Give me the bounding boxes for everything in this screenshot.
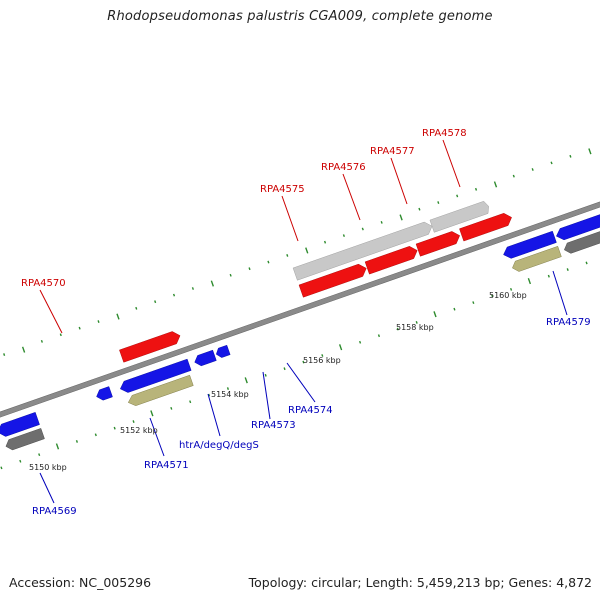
gene-rpa4571[interactable] — [95, 386, 113, 402]
reverse-callouts — [39, 270, 568, 504]
label-rpa4577: RPA4577 — [370, 146, 415, 157]
map-title: Rhodopseudomonas palustris CGA009, compl… — [107, 9, 493, 24]
gene-htra-degq-degs[interactable] — [118, 358, 192, 394]
genome-backbone — [0, 187, 600, 432]
kbp-label-5154: 5154 kbp — [211, 390, 249, 399]
label-rpa4575: RPA4575 — [260, 184, 305, 195]
gene-pseudo-light-2[interactable] — [429, 200, 491, 233]
kbp-label-5160: 5160 kbp — [489, 291, 527, 300]
label-htra-degq-degs: htrA/degQ/degS — [179, 440, 259, 451]
label-rpa4574: RPA4574 — [288, 405, 333, 416]
gene-rpa4576[interactable] — [364, 244, 419, 275]
forward-callouts — [39, 139, 461, 334]
kbp-label-5156: 5156 kbp — [303, 356, 341, 365]
gene-blue-right[interactable] — [554, 209, 600, 241]
label-rpa4576: RPA4576 — [321, 162, 366, 173]
label-rpa4573: RPA4573 — [251, 420, 296, 431]
kbp-label-5158: 5158 kbp — [396, 323, 434, 332]
lower-tick-row — [0, 261, 588, 470]
gene-rpa4569[interactable] — [0, 412, 40, 438]
gene-gray-left[interactable] — [4, 428, 45, 451]
upper-tick-row — [3, 148, 592, 357]
label-rpa4578: RPA4578 — [422, 128, 467, 139]
gene-gray-right[interactable] — [562, 224, 600, 255]
gene-rpa4574[interactable] — [215, 344, 231, 359]
genome-summary: Topology: circular; Length: 5,459,213 bp… — [248, 575, 592, 590]
kbp-label-5150: 5150 kbp — [29, 463, 67, 472]
gene-olive-1[interactable] — [126, 374, 194, 408]
gene-rpa4579[interactable] — [502, 230, 557, 260]
gene-rpa4577[interactable] — [415, 229, 462, 257]
label-rpa4570: RPA4570 — [21, 278, 66, 289]
kbp-label-5152: 5152 kbp — [120, 426, 158, 435]
label-rpa4571: RPA4571 — [144, 460, 189, 471]
gene-olive-2[interactable] — [511, 246, 562, 273]
accession-label: Accession: NC_005296 — [9, 575, 152, 590]
gene-rpa4573[interactable] — [193, 349, 217, 367]
gene-rpa4578[interactable] — [459, 211, 513, 242]
label-rpa4579: RPA4579 — [546, 317, 591, 328]
label-rpa4569: RPA4569 — [32, 506, 77, 517]
gene-rpa4575[interactable] — [298, 262, 368, 298]
gene-rpa4570[interactable] — [119, 330, 182, 363]
gene-pseudo-light[interactable] — [292, 220, 434, 281]
